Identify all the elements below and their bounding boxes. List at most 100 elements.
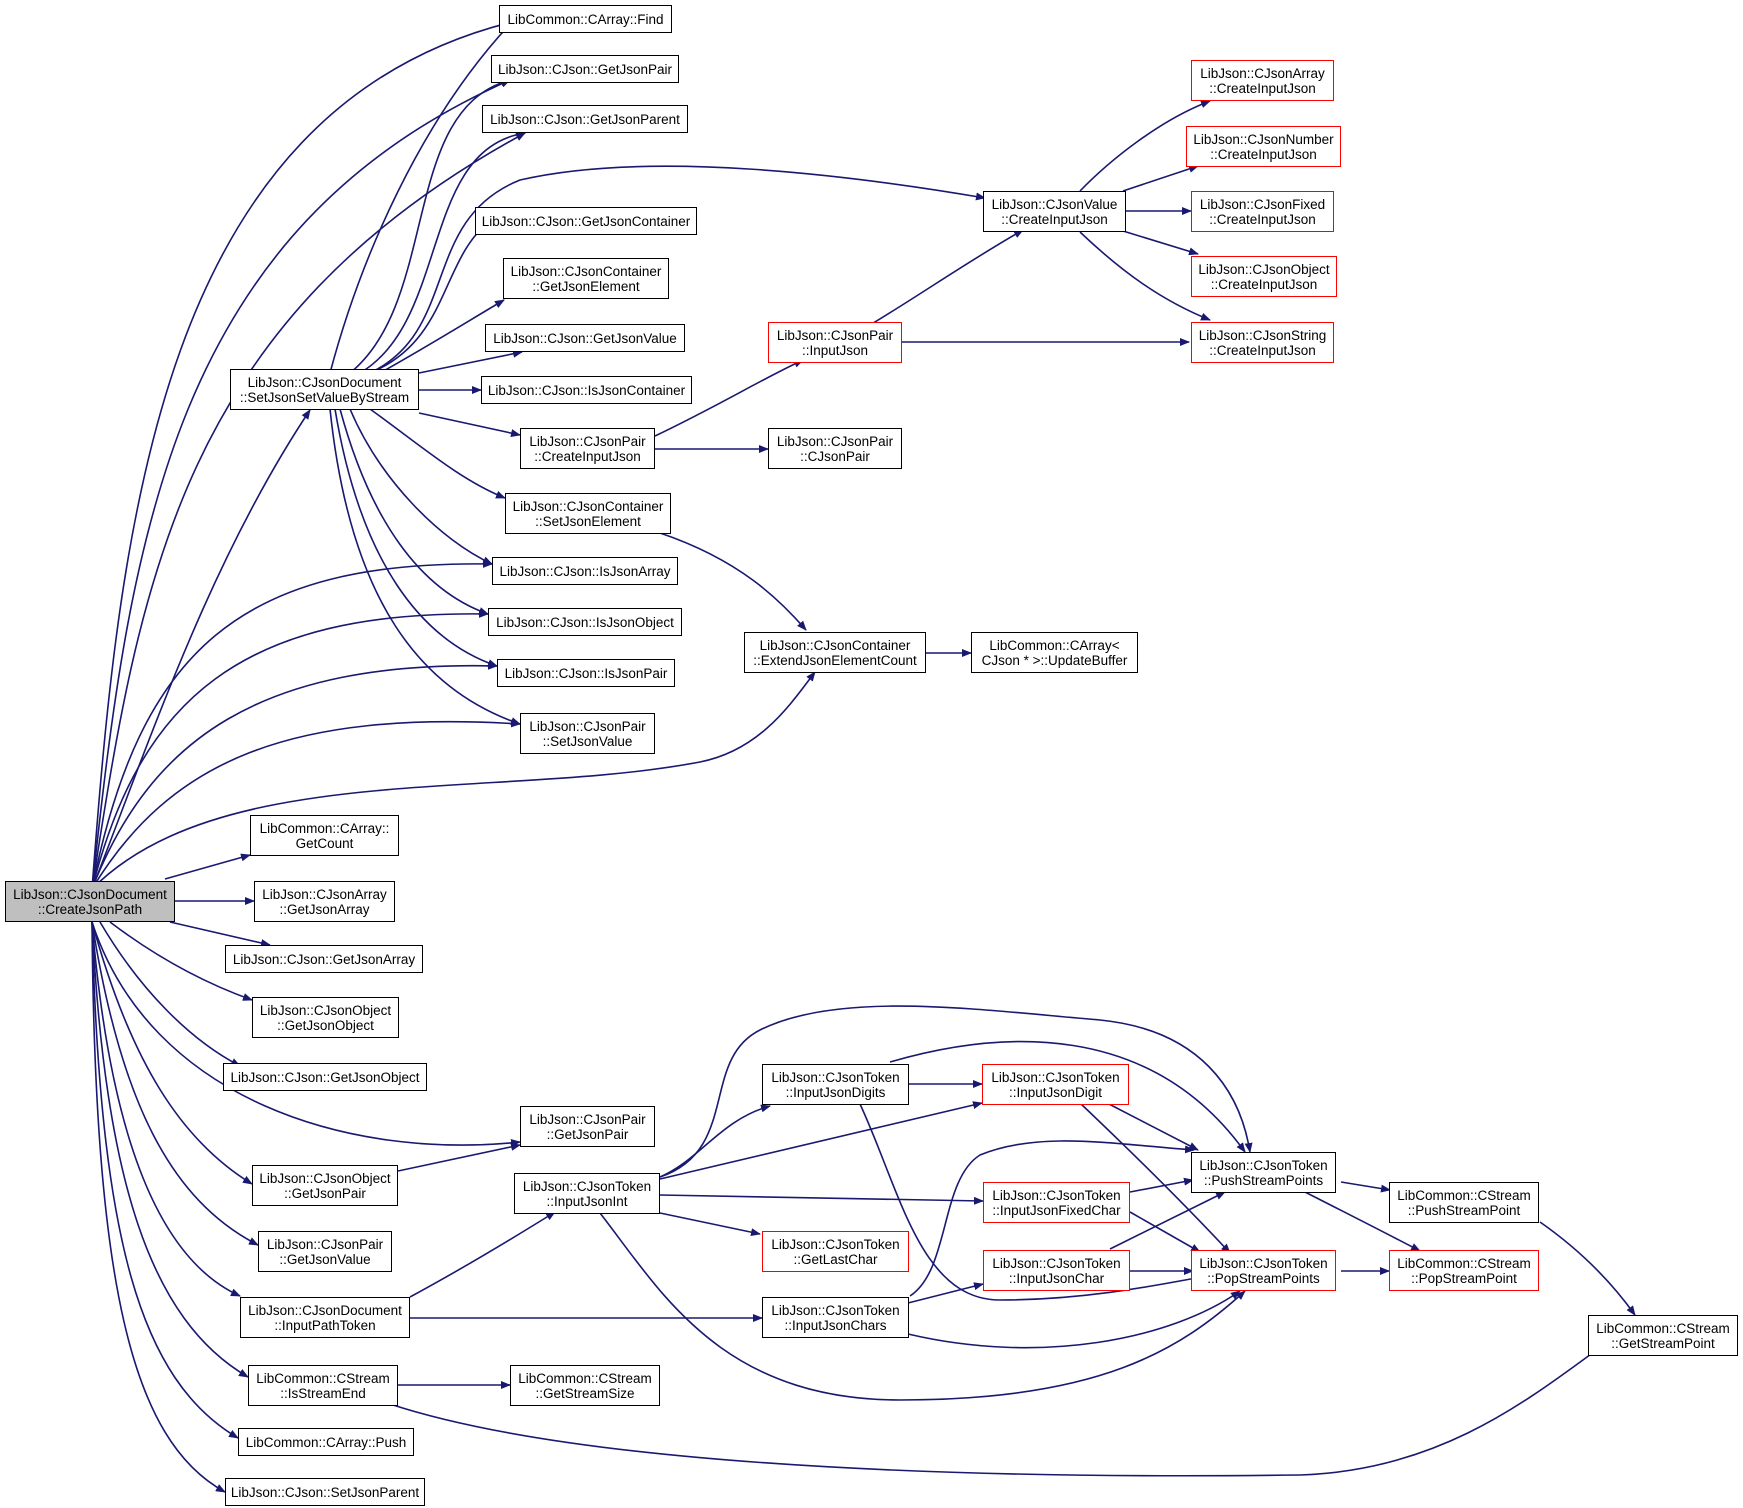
node-cjsontoken-inputjsonchars-line1: LibJson::CJsonToken bbox=[771, 1302, 900, 1318]
edge-ct_psp-cs_pop bbox=[1304, 1191, 1421, 1252]
node-cjsoncontainer-extendjsonelementcount[interactable]: LibJson::CJsonContainer::ExtendJsonEleme… bbox=[744, 632, 926, 673]
node-carray-getcount[interactable]: LibCommon::CArray::GetCount bbox=[250, 815, 399, 856]
node-cstream-pushstreampoint[interactable]: LibCommon::CStream::PushStreamPoint bbox=[1389, 1182, 1539, 1223]
node-cjson-getjsonarray-line1: LibJson::CJson::GetJsonArray bbox=[232, 951, 416, 967]
node-cjsonarray-getjsonarray[interactable]: LibJson::CJsonArray::GetJsonArray bbox=[254, 881, 395, 922]
node-cjsonvalue-createinputjson[interactable]: LibJson::CJsonValue::CreateInputJson bbox=[983, 191, 1126, 232]
node-cjsontoken-popstreampoints[interactable]: LibJson::CJsonToken::PopStreamPoints bbox=[1191, 1250, 1336, 1291]
node-cjsontoken-inputjsondigits[interactable]: LibJson::CJsonToken::InputJsonDigits bbox=[762, 1064, 909, 1105]
node-cjsonpair-inputjson-line2: ::InputJson bbox=[801, 342, 869, 358]
node-cjsontoken-inputjsondigit[interactable]: LibJson::CJsonToken::InputJsonDigit bbox=[982, 1064, 1129, 1105]
node-cjsoncontainer-getjsonelement-line1: LibJson::CJsonContainer bbox=[510, 263, 662, 279]
node-cjsoncontainer-getjsonelement[interactable]: LibJson::CJsonContainer::GetJsonElement bbox=[503, 258, 669, 299]
edge-cv_cij-cs_cij bbox=[1079, 231, 1211, 321]
node-cjsonfixed-createinputjson-line1: LibJson::CJsonFixed bbox=[1199, 196, 1326, 212]
node-cjson-setjsonparent[interactable]: LibJson::CJson::SetJsonParent bbox=[225, 1478, 425, 1506]
edge-root-isjo bbox=[91, 609, 489, 890]
edge-ssvbs-gjpair bbox=[349, 78, 511, 374]
node-cjsontoken-pushstreampoints[interactable]: LibJson::CJsonToken::PushStreamPoints bbox=[1191, 1152, 1336, 1193]
edge-root-ise bbox=[91, 921, 249, 1378]
edge-cp_cij-cp_ij bbox=[654, 359, 804, 437]
node-cjsonobject-getjsonobject[interactable]: LibJson::CJsonObject::GetJsonObject bbox=[252, 997, 399, 1038]
node-cjson-isjsonpair[interactable]: LibJson::CJson::IsJsonPair bbox=[497, 659, 675, 687]
node-carray-getcount-line1: LibCommon::CArray:: bbox=[259, 820, 390, 836]
node-cjsontoken-getlastchar-line1: LibJson::CJsonToken bbox=[771, 1236, 900, 1252]
node-cjsondocument-inputpathtoken[interactable]: LibJson::CJsonDocument::InputPathToken bbox=[240, 1297, 410, 1338]
node-cjsoncontainer-extendjsonelementcount-line2: ::ExtendJsonElementCount bbox=[753, 652, 917, 668]
node-cjsonpair-getjsonvalue-line2: ::GetJsonValue bbox=[279, 1251, 371, 1267]
node-cjsontoken-popstreampoints-line2: ::PopStreamPoints bbox=[1207, 1270, 1320, 1286]
node-cjsontoken-inputjsonchars[interactable]: LibJson::CJsonToken::InputJsonChars bbox=[762, 1297, 909, 1338]
edge-root-gjparent bbox=[91, 132, 526, 890]
node-cjsontoken-popstreampoints-line1: LibJson::CJsonToken bbox=[1199, 1255, 1328, 1271]
node-setjsonsetvaluebystream-line2: ::SetJsonSetValueByStream bbox=[239, 389, 410, 405]
node-cjsonpair-cjsonpair[interactable]: LibJson::CJsonPair::CJsonPair bbox=[768, 428, 902, 469]
edge-ct_iji-ct_pop bbox=[599, 1212, 1246, 1401]
node-cjsontoken-inputjsonchar-line2: ::InputJsonChar bbox=[1008, 1270, 1105, 1286]
node-cjson-getjsoncontainer-line1: LibJson::CJson::GetJsonContainer bbox=[481, 213, 691, 229]
edge-ct_ijd-ct_psp bbox=[1106, 1102, 1199, 1151]
node-cjsonobject-getjsonpair[interactable]: LibJson::CJsonObject::GetJsonPair bbox=[252, 1165, 398, 1206]
node-cstream-getstreamsize[interactable]: LibCommon::CStream::GetStreamSize bbox=[510, 1365, 660, 1406]
edge-ssvbs-gjval bbox=[418, 349, 523, 374]
node-cjsoncontainer-setjsonelement[interactable]: LibJson::CJsonContainer::SetJsonElement bbox=[505, 493, 671, 534]
node-cjsontoken-getlastchar[interactable]: LibJson::CJsonToken::GetLastChar bbox=[762, 1231, 909, 1272]
node-cjsonobject-createinputjson[interactable]: LibJson::CJsonObject::CreateInputJson bbox=[1191, 256, 1337, 297]
node-cstream-popstreampoint[interactable]: LibCommon::CStream::PopStreamPoint bbox=[1389, 1250, 1539, 1291]
node-cjsontoken-inputjsonchar[interactable]: LibJson::CJsonToken::InputJsonChar bbox=[983, 1250, 1130, 1291]
node-cjsonpair-getjsonpair[interactable]: LibJson::CJsonPair::GetJsonPair bbox=[520, 1106, 655, 1147]
node-cjsontoken-inputjsonint-line1: LibJson::CJsonToken bbox=[522, 1178, 652, 1194]
node-cjson-getjsonvalue[interactable]: LibJson::CJson::GetJsonValue bbox=[485, 324, 685, 352]
node-cjsontoken-inputjsondigit-line1: LibJson::CJsonToken bbox=[991, 1069, 1120, 1085]
node-carray-updatebuffer[interactable]: LibCommon::CArray<CJson * >::UpdateBuffe… bbox=[971, 632, 1138, 673]
edge-root-cp_gjp bbox=[91, 921, 521, 1147]
node-create-json-path[interactable]: LibJson::CJsonDocument::CreateJsonPath bbox=[5, 881, 175, 922]
node-setjsonsetvaluebystream[interactable]: LibJson::CJsonDocument::SetJsonSetValueB… bbox=[230, 369, 419, 410]
node-cjsontoken-inputjsonchar-line1: LibJson::CJsonToken bbox=[992, 1255, 1121, 1271]
node-cstream-isstreamend[interactable]: LibCommon::CStream::IsStreamEnd bbox=[248, 1365, 398, 1406]
node-cjsonpair-getjsonvalue[interactable]: LibJson::CJsonPair::GetJsonValue bbox=[258, 1231, 392, 1272]
node-cjsonobject-getjsonobject-line2: ::GetJsonObject bbox=[277, 1017, 374, 1033]
node-cjson-getjsonarray[interactable]: LibJson::CJson::GetJsonArray bbox=[225, 945, 423, 973]
node-carray-find[interactable]: LibCommon::CArray::Find bbox=[499, 5, 672, 33]
node-cjsonarray-getjsonarray-line1: LibJson::CJsonArray bbox=[262, 886, 387, 902]
node-cjson-getjsonobject[interactable]: LibJson::CJson::GetJsonObject bbox=[223, 1063, 427, 1091]
node-cjson-isjsoncontainer[interactable]: LibJson::CJson::IsJsonContainer bbox=[481, 376, 692, 404]
node-cjson-isjsonarray-line1: LibJson::CJson::IsJsonArray bbox=[499, 563, 671, 579]
node-cjson-isjsonarray[interactable]: LibJson::CJson::IsJsonArray bbox=[492, 557, 678, 585]
node-cjsontoken-getlastchar-line2: ::GetLastChar bbox=[793, 1251, 878, 1267]
node-cjsontoken-inputjsonfixedchar[interactable]: LibJson::CJsonToken::InputJsonFixedChar bbox=[983, 1182, 1130, 1223]
node-cjsonnumber-createinputjson[interactable]: LibJson::CJsonNumber::CreateInputJson bbox=[1186, 126, 1341, 167]
node-carray-push[interactable]: LibCommon::CArray::Push bbox=[238, 1428, 414, 1456]
node-cjsontoken-inputjsonint[interactable]: LibJson::CJsonToken::InputJsonInt bbox=[514, 1173, 660, 1214]
node-cjsonpair-createinputjson[interactable]: LibJson::CJsonPair::CreateInputJson bbox=[520, 428, 655, 469]
node-create-json-path-line2: ::CreateJsonPath bbox=[37, 901, 143, 917]
node-cjson-isjsonobject-line1: LibJson::CJson::IsJsonObject bbox=[496, 614, 674, 630]
node-cjson-getjsonparent[interactable]: LibJson::CJson::GetJsonParent bbox=[482, 105, 688, 133]
edge-ct_ijcs-ct_pop bbox=[907, 1290, 1241, 1349]
edge-cp_ij-cv_cij bbox=[869, 229, 1024, 326]
node-cjson-isjsonpair-line1: LibJson::CJson::IsJsonPair bbox=[504, 665, 668, 681]
node-cjsonobject-createinputjson-line2: ::CreateInputJson bbox=[1210, 276, 1318, 292]
node-cjson-getjsoncontainer[interactable]: LibJson::CJson::GetJsonContainer bbox=[475, 207, 697, 235]
node-cjsonstring-createinputjson[interactable]: LibJson::CJsonString::CreateInputJson bbox=[1191, 322, 1334, 363]
node-setjsonsetvaluebystream-line1: LibJson::CJsonDocument bbox=[247, 374, 402, 390]
edge-cjo_gjp-cp_gjp bbox=[397, 1142, 521, 1172]
node-cjsonarray-createinputjson[interactable]: LibJson::CJsonArray::CreateInputJson bbox=[1191, 60, 1334, 101]
node-cjson-getjsonpair[interactable]: LibJson::CJson::GetJsonPair bbox=[491, 55, 679, 83]
edge-ssvbs-gjcont bbox=[369, 220, 491, 374]
node-cstream-getstreampoint[interactable]: LibCommon::CStream::GetStreamPoint bbox=[1588, 1315, 1738, 1356]
node-cjsonpair-setjsonvalue[interactable]: LibJson::CJsonPair::SetJsonValue bbox=[520, 713, 655, 754]
node-cjson-isjsonobject[interactable]: LibJson::CJson::IsJsonObject bbox=[488, 608, 682, 636]
edge-cv_cij-cob_cij bbox=[1122, 230, 1199, 256]
node-cjson-setjsonparent-line1: LibJson::CJson::SetJsonParent bbox=[230, 1484, 420, 1500]
node-cjsonfixed-createinputjson[interactable]: LibJson::CJsonFixed::CreateInputJson bbox=[1191, 191, 1334, 232]
node-cjsonarray-getjsonarray-line2: ::GetJsonArray bbox=[279, 901, 370, 917]
edge-root-ca_gc bbox=[164, 853, 251, 880]
node-cjsontoken-inputjsonfixedchar-line1: LibJson::CJsonToken bbox=[992, 1187, 1121, 1203]
node-carray-find-line1: LibCommon::CArray::Find bbox=[507, 11, 664, 27]
edge-ssvbs-cp_cij bbox=[418, 412, 521, 437]
node-cjsonpair-inputjson[interactable]: LibJson::CJsonPair::InputJson bbox=[768, 322, 902, 363]
node-cstream-popstreampoint-line2: ::PopStreamPoint bbox=[1411, 1270, 1517, 1286]
